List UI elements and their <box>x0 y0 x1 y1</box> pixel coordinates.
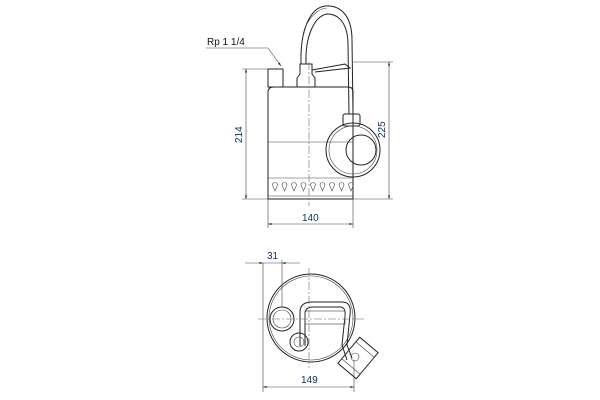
handle <box>299 301 353 361</box>
inlet-grille <box>272 182 354 192</box>
connection-leader <box>206 47 282 67</box>
side-view: Rp 1 1/4 214 225 140 <box>206 5 393 228</box>
pump-body <box>267 86 354 200</box>
grille-slot <box>348 182 354 192</box>
dimension-225: 225 <box>353 61 393 200</box>
width-total-label: 149 <box>301 375 318 386</box>
cable <box>300 5 354 115</box>
dimension-149: 149 <box>263 360 355 392</box>
cable-gland <box>296 63 352 87</box>
grille-slot <box>272 182 278 192</box>
outlet-offset-label: 31 <box>267 251 279 262</box>
float-switch-top <box>337 336 379 380</box>
grille-slot <box>319 182 326 192</box>
width-label: 140 <box>302 213 319 224</box>
grille-slot <box>338 182 345 192</box>
grille-slot <box>329 182 335 192</box>
dimension-31: 31 <box>245 251 300 392</box>
dimension-140: 140 <box>267 199 354 228</box>
height-total-label: 225 <box>377 121 388 138</box>
grille-slot <box>291 182 297 192</box>
grille-slot <box>281 182 288 192</box>
float-switch <box>325 113 381 178</box>
cable-gland-top <box>289 332 309 352</box>
top-view: 31 149 <box>245 251 379 392</box>
height-body-label: 214 <box>234 126 245 143</box>
grille-slot <box>310 182 316 192</box>
outlet-stub <box>267 68 284 88</box>
grille-slot <box>300 182 307 192</box>
dimension-214: 214 <box>234 68 268 200</box>
connection-label: Rp 1 1/4 <box>207 37 245 48</box>
